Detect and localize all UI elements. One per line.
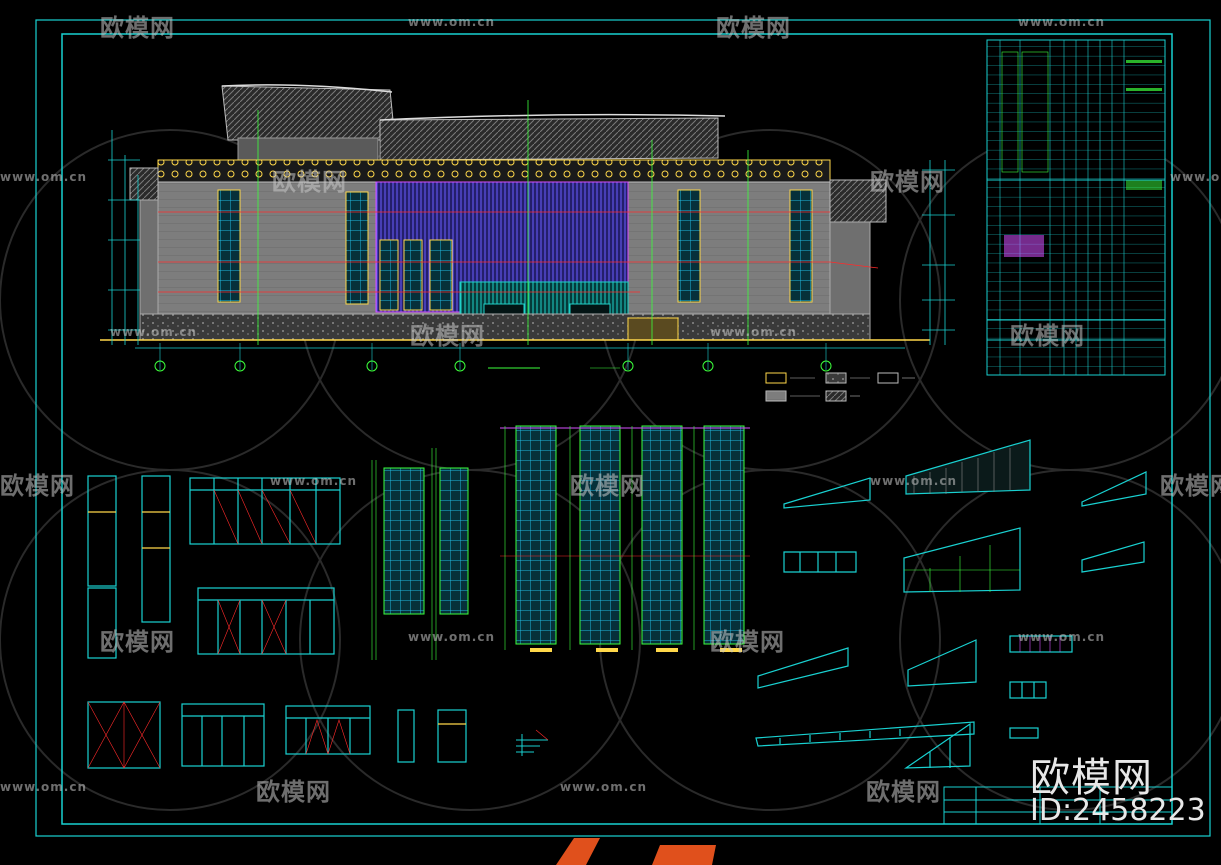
sloped-details-right (755, 439, 1147, 769)
title-block (943, 786, 1173, 825)
stone-base (139, 313, 871, 341)
inner-frame (61, 33, 1173, 825)
tall-window-panels (371, 425, 750, 660)
orange-mark (556, 838, 716, 865)
model-id-label: ID:2458223 (1030, 793, 1206, 828)
small-section-detail (516, 729, 549, 756)
legend-swatches (765, 372, 915, 402)
window-details-left (87, 475, 467, 769)
door-window-schedule-table (986, 39, 1166, 376)
upper-roof-right (379, 117, 719, 161)
brand-logo-text: 欧模网 (1030, 755, 1153, 801)
ornamental-fascia (157, 159, 831, 183)
upper-roof-left (221, 85, 396, 141)
main-elevation (100, 84, 955, 372)
outer-frame (35, 19, 1211, 837)
